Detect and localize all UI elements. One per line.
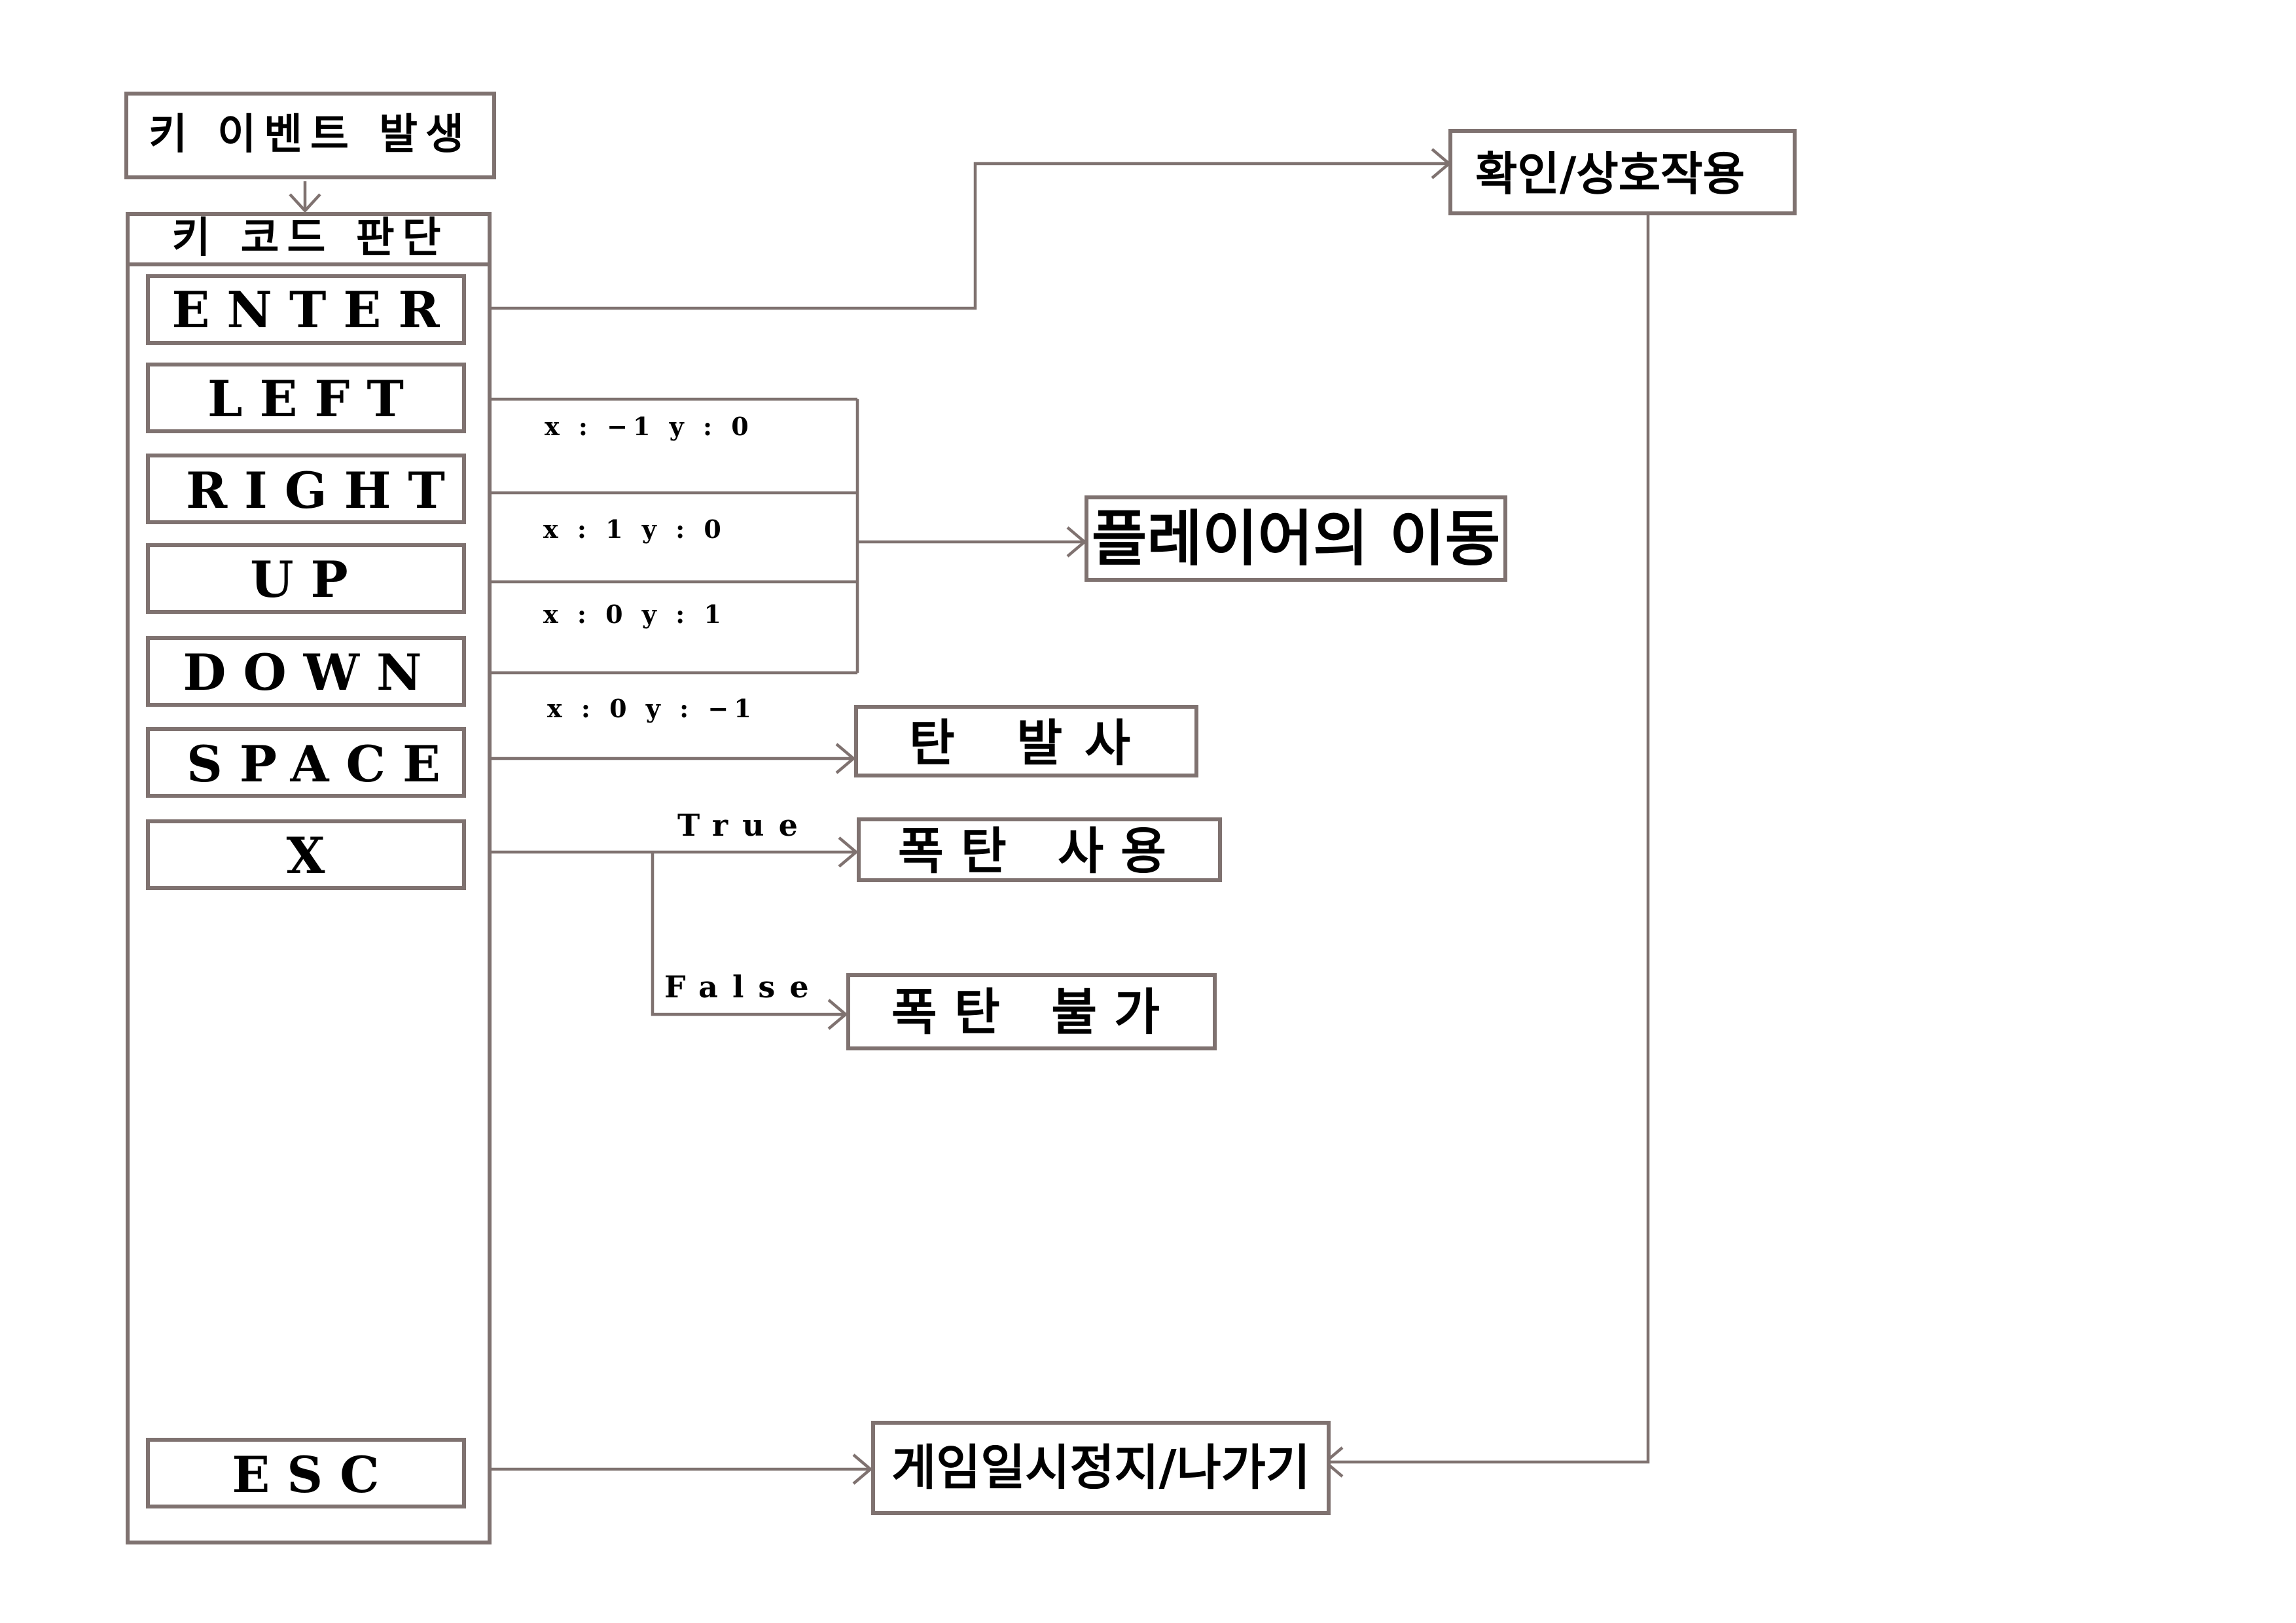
key-right: RIGHT xyxy=(146,454,466,524)
key-x-label: X xyxy=(287,827,342,885)
vector-up-label: x : 0 y : 1 xyxy=(543,599,726,629)
key-up: UP xyxy=(146,543,466,614)
condition-false-label: False xyxy=(664,969,823,1005)
key-x: X xyxy=(146,819,466,890)
connector-esc-to-pause xyxy=(467,1454,873,1485)
bomb-unavailable-box xyxy=(846,973,1217,1050)
key-down: DOWN xyxy=(146,636,466,707)
connector-move-bus xyxy=(467,397,1087,675)
pause-exit-label: 게임일시정지/나가기 xyxy=(891,1440,1310,1496)
connector-event-to-code xyxy=(289,181,321,213)
bullet-fire-box xyxy=(854,705,1198,777)
player-move-label: 플레이어의 이동 xyxy=(1092,504,1501,574)
key-event-box xyxy=(124,92,496,179)
player-move-box xyxy=(1085,495,1507,582)
key-space-label: SPACE xyxy=(187,735,457,793)
connector-confirm-to-pause xyxy=(1323,213,1650,1478)
key-code-label: 키 코드 판단 xyxy=(172,214,449,262)
pause-exit-box xyxy=(871,1421,1331,1515)
bullet-fire-label: 탄 발사 xyxy=(909,714,1153,772)
connector-enter-to-confirm xyxy=(467,148,1452,310)
confirm-interact-label: 확인/상호작용 xyxy=(1475,147,1745,201)
key-enter: ENTER xyxy=(146,274,466,345)
key-esc: ESC xyxy=(146,1438,466,1508)
vector-left-label: x : −1 y : 0 xyxy=(545,412,754,441)
bomb-use-box xyxy=(857,817,1222,882)
key-right-label: RIGHT xyxy=(186,461,462,520)
confirm-interact-box xyxy=(1448,129,1797,215)
bomb-unavailable-label: 폭탄 불가 xyxy=(891,983,1177,1041)
key-esc-label: ESC xyxy=(232,1446,396,1504)
key-down-label: DOWN xyxy=(183,643,439,702)
key-left: LEFT xyxy=(146,363,466,433)
key-left-label: LEFT xyxy=(207,370,421,428)
key-space: SPACE xyxy=(146,727,466,798)
condition-true-label: True xyxy=(677,808,812,843)
vector-right-label: x : 1 y : 0 xyxy=(543,514,726,544)
bomb-use-label: 폭탄 사용 xyxy=(898,822,1183,880)
connector-x-to-bomb xyxy=(467,836,859,1030)
key-event-label: 키 이벤트 발생 xyxy=(149,111,472,159)
vector-down-label: x : 0 y : −1 xyxy=(547,694,757,723)
key-up-label: UP xyxy=(250,550,365,609)
connector-space-to-fire xyxy=(467,743,856,774)
key-enter-label: ENTER xyxy=(171,281,456,339)
